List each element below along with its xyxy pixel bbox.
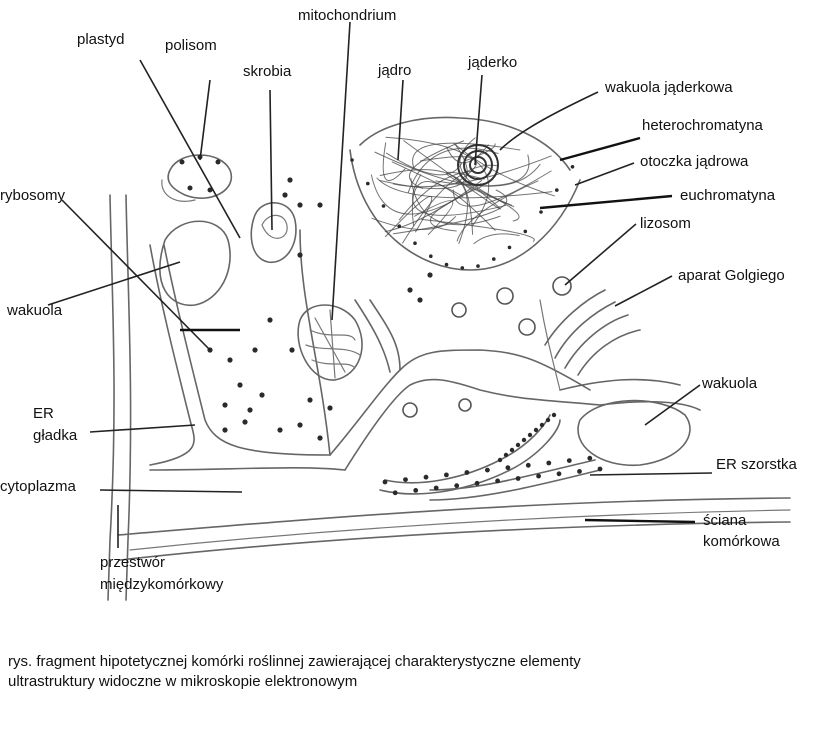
cell-wall bbox=[107, 194, 791, 601]
smooth-er bbox=[149, 229, 701, 471]
label-jaderko: jąderko bbox=[467, 54, 517, 71]
label-heterochromatyna: heterochromatyna bbox=[642, 117, 764, 134]
caption-line-2: ultrastruktury widoczne w mikroskopie el… bbox=[8, 673, 358, 690]
plastid bbox=[161, 154, 233, 202]
label-jadro: jądro bbox=[377, 62, 411, 79]
label-wakuola-jaderkowa: wakuola jąderkowa bbox=[604, 79, 733, 96]
label-er-gladka-line1: ER bbox=[33, 405, 54, 422]
label-wakuola-left: wakuola bbox=[6, 302, 63, 319]
starch-grain bbox=[250, 202, 297, 263]
label-sciana-line2: komórkowa bbox=[703, 533, 780, 550]
nuclear-envelope-pores bbox=[350, 158, 575, 270]
free-ribosomes bbox=[207, 177, 433, 441]
label-er-szorstka: ER szorstka bbox=[716, 456, 798, 473]
leader-lines bbox=[47, 21, 713, 548]
figure-caption: rys. fragment hipotetycznej komórki rośl… bbox=[8, 652, 808, 692]
mitochondrion bbox=[297, 304, 363, 381]
golgi-apparatus bbox=[544, 289, 641, 376]
label-otoczka-jadrowa: otoczka jądrowa bbox=[640, 153, 749, 170]
label-rybosomy: rybosomy bbox=[0, 187, 66, 204]
nucleus bbox=[349, 116, 581, 271]
label-euchromatyna: euchromatyna bbox=[680, 187, 776, 204]
label-er-gladka-line2: gładka bbox=[33, 427, 78, 444]
label-przestwor-line2: międzykomórkowy bbox=[100, 576, 224, 593]
label-polisom: polisom bbox=[165, 37, 217, 54]
labels: mitochondrium plastyd polisom skrobia ją… bbox=[0, 7, 798, 593]
vacuole-left bbox=[159, 220, 231, 306]
label-skrobia: skrobia bbox=[243, 63, 292, 80]
label-lizosom: lizosom bbox=[640, 215, 691, 232]
nucleolus bbox=[457, 144, 499, 186]
rough-er bbox=[379, 414, 601, 501]
lysosome bbox=[552, 276, 572, 296]
label-wakuola-right: wakuola bbox=[701, 375, 758, 392]
label-aparat-golgiego: aparat Golgiego bbox=[678, 267, 785, 284]
caption-line-1: rys. fragment hipotetycznej komórki rośl… bbox=[8, 653, 581, 670]
label-przestwor-line1: przestwór bbox=[100, 554, 165, 571]
label-cytoplazma: cytoplazma bbox=[0, 478, 77, 495]
heterochromatin bbox=[370, 136, 555, 245]
vacuole-right bbox=[577, 399, 691, 466]
label-mitochondrium: mitochondrium bbox=[298, 7, 396, 24]
label-sciana-line1: ściana bbox=[703, 512, 747, 529]
vesicles bbox=[402, 287, 536, 418]
label-plastyd: plastyd bbox=[77, 31, 125, 48]
rough-er-ribosomes bbox=[382, 412, 603, 496]
cell-diagram: mitochondrium plastyd polisom skrobia ją… bbox=[0, 7, 798, 601]
